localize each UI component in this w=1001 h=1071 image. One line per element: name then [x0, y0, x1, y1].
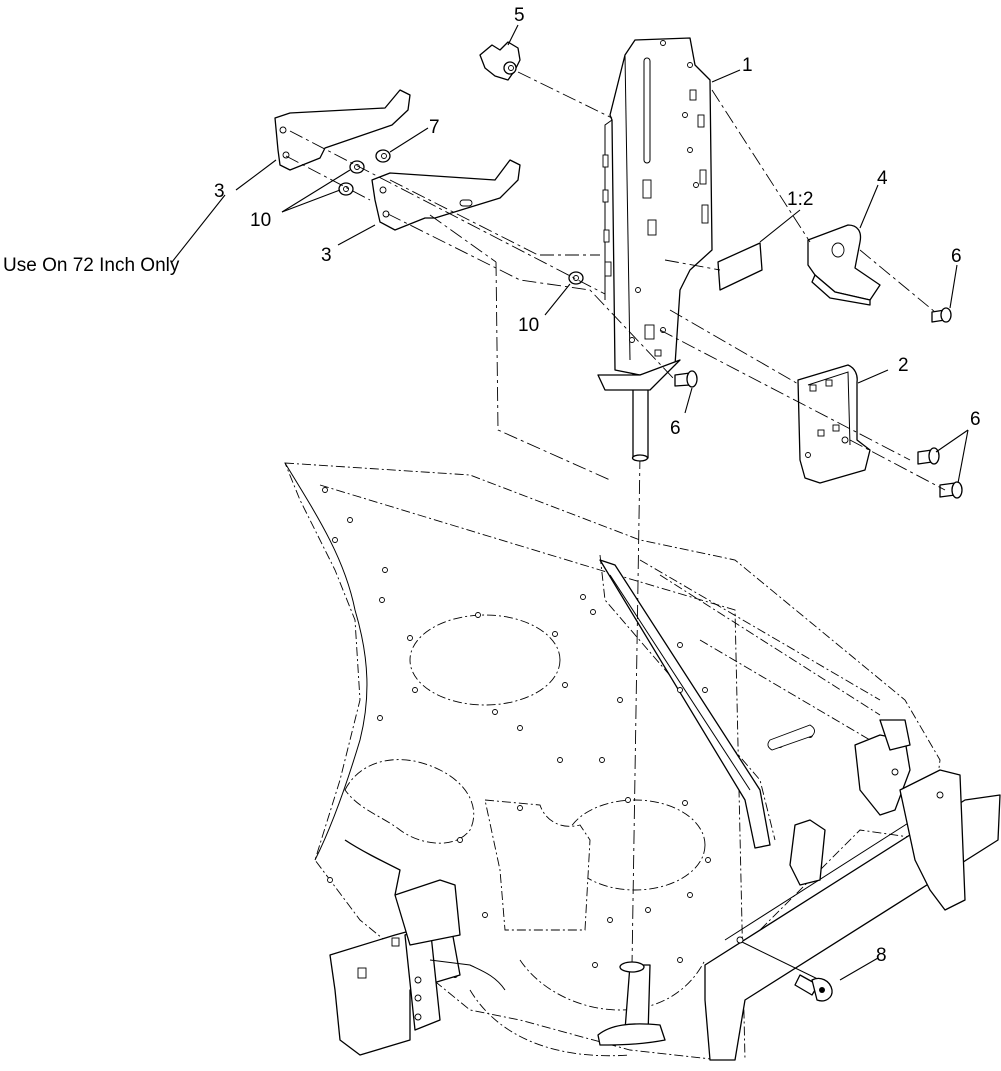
clevis-pin-left [674, 370, 698, 388]
callout-1-2: 1:2 [787, 189, 813, 210]
callout-4: 4 [877, 168, 888, 189]
flange-bolt [794, 974, 833, 1002]
assembly-lines [285, 71, 946, 491]
latch-bracket [797, 364, 871, 484]
right-bumper [704, 719, 1001, 1061]
leader-lines [171, 24, 969, 981]
clevis-pin-upper [931, 307, 952, 323]
mower-deck [284, 462, 941, 1061]
flange-nut-7 [375, 149, 391, 163]
callout-10-upper: 10 [250, 210, 271, 231]
callout-6-left: 6 [670, 418, 681, 439]
callout-5: 5 [514, 5, 525, 26]
callout-6-upper: 6 [951, 246, 962, 267]
callout-8: 8 [876, 945, 887, 966]
callout-1: 1 [742, 55, 753, 76]
height-of-cut-plate [597, 37, 713, 1046]
callout-10-lower: 10 [518, 315, 539, 336]
spacer-bracket [807, 224, 881, 306]
decal [717, 242, 763, 291]
callout-3-lower: 3 [321, 245, 332, 266]
pivot-bracket-lower [371, 159, 521, 231]
deck-holes [322, 487, 813, 978]
callout-7: 7 [429, 117, 440, 138]
flange-nut-10-lower [568, 271, 584, 285]
callout-6-right: 6 [970, 409, 981, 430]
clevis-pin-right-1 [917, 447, 940, 465]
flange-nuts-10-upper [338, 160, 365, 196]
upper-spindle-opening [409, 614, 561, 706]
left-deck-bracket [329, 839, 506, 1056]
callout-2: 2 [898, 355, 909, 376]
pivot-bracket-upper [274, 89, 411, 171]
note-72-inch: Use On 72 Inch Only [3, 255, 180, 276]
deck-strip [599, 559, 771, 849]
knob [479, 41, 521, 81]
clevis-pin-right-2 [939, 481, 963, 499]
callout-3-upper: 3 [214, 181, 225, 202]
